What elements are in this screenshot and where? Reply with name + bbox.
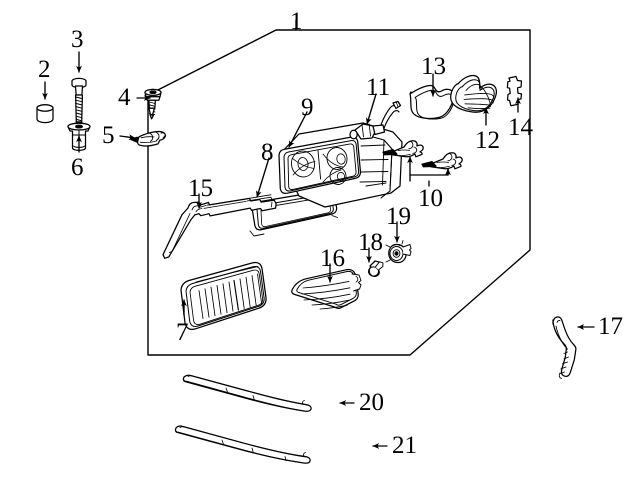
part-18-grommet	[368, 260, 384, 277]
callout-16: 16	[320, 245, 345, 272]
callout-17: 17	[598, 313, 623, 340]
part-11-socket-wire	[349, 100, 402, 140]
part-10-retaining-springs	[382, 140, 463, 170]
part-7-lower-lens-panel	[180, 261, 267, 331]
callout-4: 4	[118, 84, 131, 111]
callout-9: 9	[301, 94, 314, 121]
callout-5: 5	[102, 122, 115, 149]
callout-1: 1	[290, 8, 303, 35]
leader-11	[365, 93, 377, 125]
callout-18: 18	[358, 229, 383, 256]
part-9-headlamp-housing	[278, 122, 403, 208]
callout-14: 14	[508, 114, 533, 141]
callout-20: 20	[359, 389, 384, 416]
part-16-turn-signal-lens	[291, 268, 362, 310]
callout-10: 10	[418, 185, 443, 212]
part-3-long-screw	[71, 77, 87, 128]
part-20-upper-molding	[182, 374, 312, 412]
callout-12: 12	[475, 127, 500, 154]
part-13-gasket-seal	[409, 84, 455, 120]
part-2-cap-plug	[36, 104, 54, 124]
callout-21: 21	[392, 432, 417, 459]
callout-15: 15	[188, 175, 213, 202]
part-17-mounting-bracket	[552, 316, 577, 379]
leader-8	[255, 157, 270, 198]
callout-2: 2	[38, 56, 51, 83]
callout-13: 13	[421, 53, 446, 80]
part-12-rear-cover	[450, 74, 498, 113]
part-15-trim-molding	[162, 194, 277, 259]
part-21-lower-molding	[174, 425, 311, 464]
leader-9	[288, 111, 308, 148]
callout-11: 11	[366, 74, 391, 101]
callout-7: 7	[176, 319, 189, 346]
part-4-hex-screw	[144, 88, 162, 120]
part-19-adjusting-screw	[385, 240, 412, 264]
callout-8: 8	[261, 139, 274, 166]
leader-5	[119, 134, 136, 141]
callout-19: 19	[386, 203, 411, 230]
callout-6: 6	[71, 154, 84, 181]
part-5-spring-clip	[130, 130, 167, 147]
callout-3: 3	[71, 26, 84, 53]
